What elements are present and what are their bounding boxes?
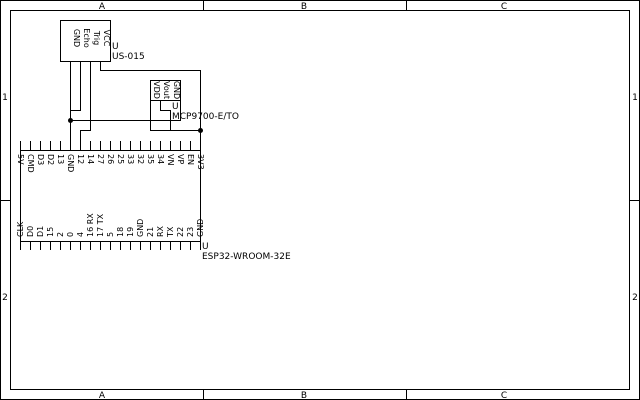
esp32-top-pin-3v3: 3V3 bbox=[196, 154, 205, 170]
ultrasonic-value: US-015 bbox=[112, 52, 145, 62]
frame-row-label-1-left: 1 bbox=[2, 93, 8, 103]
esp32-top-pin-gnd: GND bbox=[66, 154, 75, 172]
temperature-sensor-body bbox=[150, 80, 181, 101]
esp32-top-pin-vn: VN bbox=[166, 154, 175, 165]
junction-dot-gnd bbox=[68, 118, 73, 123]
esp32-bottom-pin-gnd-1: GND bbox=[136, 219, 145, 237]
esp32-bottom-pin-clk: CLK bbox=[16, 221, 25, 237]
wire-gnd-to-temp-gnd bbox=[70, 101, 181, 121]
esp32-top-pin-en: EN bbox=[186, 154, 195, 165]
esp32-top-pin-labels: 5V CMD D3 D2 13 GND 12 14 27 26 25 33 32… bbox=[16, 154, 205, 173]
temperature-pin-vdd: VDD bbox=[152, 81, 161, 99]
wire-temp-vdd-to-3v3 bbox=[150, 101, 201, 131]
esp32-top-pin-34: 34 bbox=[156, 154, 165, 164]
esp32-bottom-pin-tx: TX bbox=[166, 226, 175, 238]
esp32-bottom-pin-d0: D0 bbox=[26, 226, 35, 237]
temperature-pin-vout: Vout bbox=[162, 81, 171, 99]
esp32-top-pin-12: 12 bbox=[76, 154, 85, 164]
esp32-module[interactable]: 5V CMD D3 D2 13 GND 12 14 27 26 25 33 32… bbox=[16, 141, 291, 262]
esp32-bottom-pin-19: 19 bbox=[126, 227, 135, 237]
esp32-bottom-pin-17-tx: 17 TX bbox=[96, 213, 105, 237]
temperature-sensor[interactable]: VDD Vout GND U MCP9700-E/TO bbox=[150, 80, 239, 123]
esp32-top-pin-stubs bbox=[20, 141, 201, 150]
ultrasonic-pin-labels: GND Echo Trig VCC bbox=[72, 28, 111, 48]
frame-row-label-2-left: 2 bbox=[2, 293, 8, 303]
wire-temp-vout bbox=[160, 101, 171, 131]
frame-row-label-1-right: 1 bbox=[632, 93, 638, 103]
esp32-top-pin-14: 14 bbox=[86, 154, 95, 164]
esp32-top-pin-cmd: CMD bbox=[26, 154, 35, 173]
esp32-bottom-pin-0: 0 bbox=[66, 232, 75, 237]
frame-col-label-b-bottom: B bbox=[301, 391, 307, 400]
ultrasonic-sensor[interactable]: GND Echo Trig VCC U US-015 bbox=[60, 20, 145, 63]
esp32-top-pin-13: 13 bbox=[56, 154, 65, 164]
ultrasonic-pin-echo: Echo bbox=[82, 28, 91, 48]
esp32-bottom-pin-22: 22 bbox=[176, 227, 185, 237]
wire-trig-to-pin-14 bbox=[80, 61, 91, 141]
esp32-value: ESP32-WROOM-32E bbox=[202, 252, 291, 262]
esp32-bottom-pin-rx: RX bbox=[156, 225, 165, 237]
esp32-bottom-pin-2: 2 bbox=[56, 232, 65, 237]
esp32-top-pin-35: 35 bbox=[146, 154, 155, 164]
esp32-bottom-pin-gnd-2: GND bbox=[196, 219, 205, 237]
frame-col-label-a-top: A bbox=[99, 2, 106, 12]
temperature-pin-gnd: GND bbox=[172, 81, 181, 99]
esp32-top-pin-33: 33 bbox=[126, 154, 135, 164]
ultrasonic-pin-trig: Trig bbox=[92, 30, 101, 45]
esp32-top-pin-5v: 5V bbox=[16, 154, 25, 165]
frame-col-label-c-top: C bbox=[501, 2, 507, 12]
esp32-bottom-pin-4: 4 bbox=[76, 232, 85, 237]
ultrasonic-body bbox=[60, 20, 111, 62]
esp32-top-pin-27: 27 bbox=[96, 154, 105, 164]
esp32-bottom-pin-15: 15 bbox=[46, 227, 55, 237]
temperature-ref: U bbox=[172, 102, 179, 112]
wire-echo-to-pin-12 bbox=[70, 61, 81, 111]
frame-col-label-c-bottom: C bbox=[501, 391, 507, 400]
esp32-bottom-pin-d1: D1 bbox=[36, 226, 45, 237]
esp32-top-pin-25: 25 bbox=[116, 154, 125, 164]
junction-dot-3v3 bbox=[198, 128, 203, 133]
esp32-bottom-pin-23: 23 bbox=[186, 227, 195, 237]
esp32-top-pin-26: 26 bbox=[106, 154, 115, 164]
frame-row-label-2-right: 2 bbox=[632, 293, 638, 303]
frame-col-label-a-bottom: A bbox=[99, 391, 106, 400]
esp32-bottom-pin-5: 5 bbox=[106, 232, 115, 237]
esp32-body bbox=[20, 150, 201, 242]
temperature-value: MCP9700-E/TO bbox=[172, 112, 239, 122]
ultrasonic-pin-vcc: VCC bbox=[102, 30, 111, 47]
wires bbox=[70, 61, 201, 141]
wire-vcc-to-3v3 bbox=[100, 61, 201, 141]
frame-col-label-b-top: B bbox=[301, 2, 307, 12]
ultrasonic-ref: U bbox=[112, 42, 119, 52]
esp32-top-pin-d3: D3 bbox=[36, 154, 45, 165]
ultrasonic-pin-gnd: GND bbox=[72, 29, 81, 47]
esp32-bottom-pin-18: 18 bbox=[116, 227, 125, 237]
esp32-top-pin-vp: VP bbox=[176, 154, 185, 164]
esp32-ref: U bbox=[202, 242, 209, 252]
esp32-bottom-pin-labels: CLK D0 D1 15 2 0 4 16 RX 17 TX 5 18 19 G… bbox=[16, 213, 205, 238]
sheet-inner-border bbox=[10, 10, 630, 390]
esp32-bottom-pin-16-rx: 16 RX bbox=[86, 213, 95, 237]
esp32-top-pin-32: 32 bbox=[136, 154, 145, 164]
esp32-bottom-pin-21: 21 bbox=[146, 227, 155, 237]
esp32-top-pin-d2: D2 bbox=[46, 154, 55, 165]
esp32-bottom-pin-stubs bbox=[20, 241, 201, 250]
